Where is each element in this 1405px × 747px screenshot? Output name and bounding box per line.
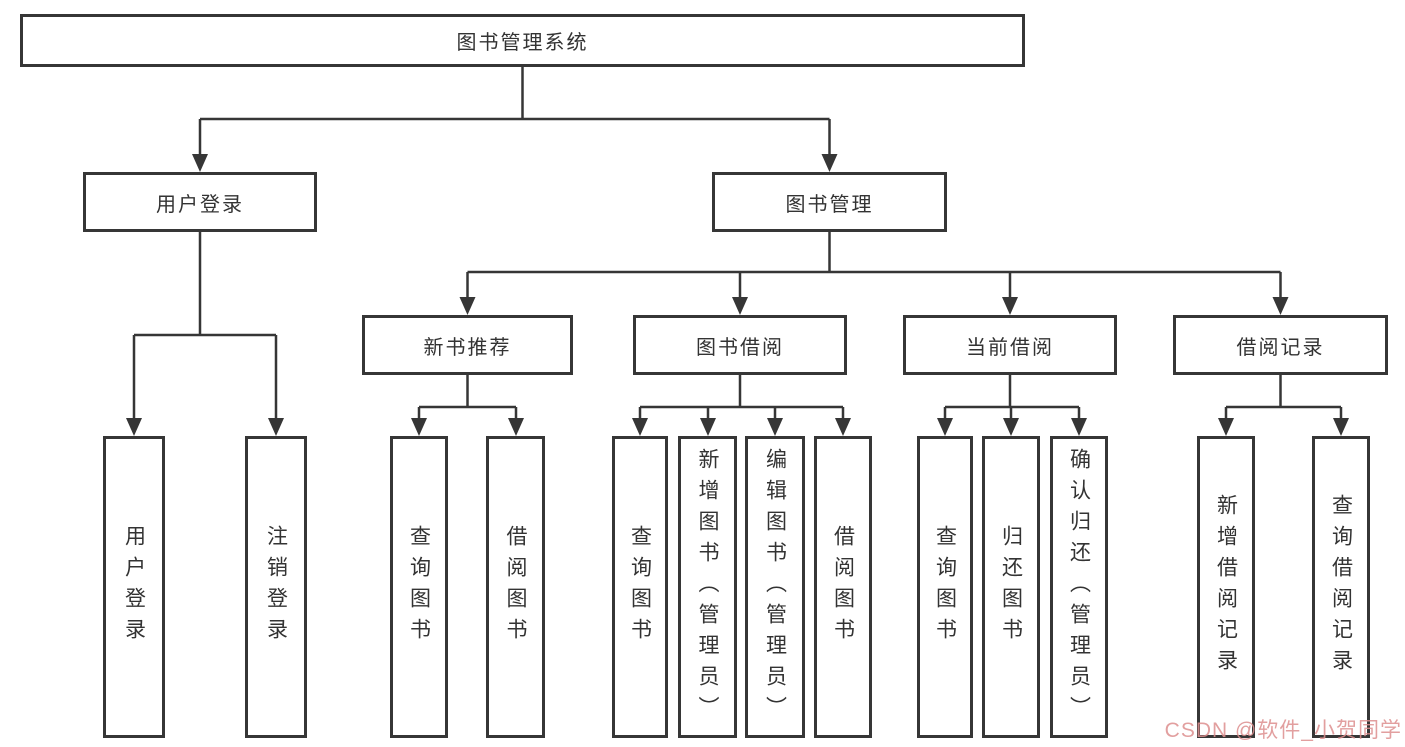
node-label: 新增图书（管理员） bbox=[696, 447, 719, 727]
node-label: 借阅记录 bbox=[1236, 336, 1325, 359]
node-label: 用户登录 bbox=[122, 525, 146, 649]
node-current-borrowing: 当前借阅 bbox=[903, 315, 1117, 375]
leaf-query-books-borrowing: 查询图书 bbox=[612, 436, 668, 738]
leaf-borrow-books-recommend: 借阅图书 bbox=[486, 436, 545, 738]
node-library-management-system: 图书管理系统 bbox=[20, 14, 1025, 67]
node-label: 图书管理系统 bbox=[456, 32, 589, 54]
node-label: 借阅图书 bbox=[831, 525, 855, 649]
node-label: 新增借阅记录 bbox=[1214, 494, 1238, 680]
node-book-management: 图书管理 bbox=[712, 172, 947, 232]
node-book-borrowing: 图书借阅 bbox=[633, 315, 847, 375]
leaf-logout: 注销登录 bbox=[245, 436, 307, 738]
node-user-login: 用户登录 bbox=[83, 172, 317, 232]
arrowheads bbox=[126, 154, 1349, 436]
node-label: 归还图书 bbox=[999, 525, 1023, 649]
leaf-add-borrow-record: 新增借阅记录 bbox=[1197, 436, 1255, 738]
leaf-edit-books-admin: 编辑图书（管理员） bbox=[745, 436, 805, 738]
leaf-borrow-books: 借阅图书 bbox=[814, 436, 872, 738]
node-label: 查询借阅记录 bbox=[1329, 494, 1353, 680]
leaf-query-books-recommend: 查询图书 bbox=[390, 436, 448, 738]
leaf-query-borrow-record: 查询借阅记录 bbox=[1312, 436, 1370, 738]
node-label: 用户登录 bbox=[156, 193, 244, 216]
leaf-add-books-admin: 新增图书（管理员） bbox=[678, 436, 737, 738]
node-label: 图书借阅 bbox=[696, 336, 784, 359]
node-label: 确认归还（管理员） bbox=[1067, 447, 1091, 727]
node-label: 新书推荐 bbox=[423, 336, 512, 359]
node-label: 查询图书 bbox=[628, 525, 652, 649]
csdn-watermark: CSDN @软件_小贺同学 bbox=[1164, 719, 1402, 742]
node-label: 编辑图书（管理员） bbox=[763, 447, 787, 727]
node-label: 查询图书 bbox=[407, 525, 431, 649]
leaf-query-books-current: 查询图书 bbox=[917, 436, 973, 738]
leaf-user-login: 用户登录 bbox=[103, 436, 165, 738]
node-label: 查询图书 bbox=[933, 525, 957, 649]
leaf-return-books: 归还图书 bbox=[982, 436, 1040, 738]
node-label: 图书管理 bbox=[785, 193, 874, 216]
leaf-confirm-return-admin: 确认归还（管理员） bbox=[1050, 436, 1108, 738]
node-new-book-recommend: 新书推荐 bbox=[362, 315, 573, 375]
node-label: 当前借阅 bbox=[966, 336, 1054, 359]
node-borrow-records: 借阅记录 bbox=[1173, 315, 1388, 375]
node-label: 注销登录 bbox=[264, 525, 288, 649]
node-label: 借阅图书 bbox=[504, 525, 527, 649]
